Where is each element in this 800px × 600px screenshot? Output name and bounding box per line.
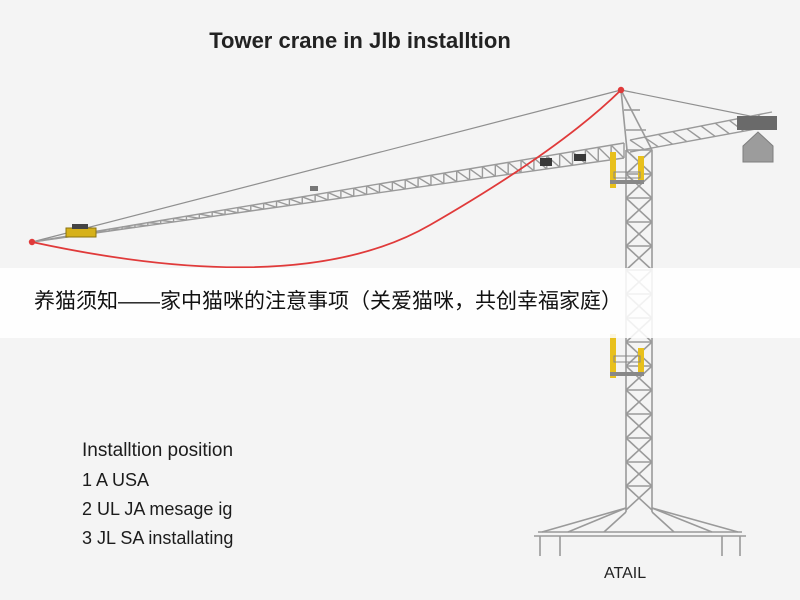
counterweight	[737, 116, 777, 163]
lattice-brace	[714, 122, 730, 135]
lattice-brace	[629, 139, 645, 150]
lattice-brace	[404, 178, 419, 188]
lattice-brace	[456, 170, 470, 181]
lattice-brace	[700, 125, 716, 137]
climbing-unit-lower	[610, 334, 644, 378]
lattice-brace	[147, 221, 161, 225]
installation-legend: Installtion position 1 A USA 2 UL JA mes…	[82, 440, 233, 557]
base-label: ATAIL	[604, 565, 647, 582]
lattice-brace	[546, 155, 561, 168]
lattice-brace	[625, 461, 653, 487]
lattice-brace	[224, 209, 239, 214]
lattice-brace	[597, 146, 612, 161]
lattice-brace	[686, 128, 702, 140]
lattice-brace	[160, 219, 174, 223]
diagram-title: Tower crane in Jlb installtion	[209, 28, 511, 53]
cat-head	[620, 89, 653, 151]
jib	[31, 142, 625, 243]
lattice-brace	[469, 168, 483, 179]
lattice-brace	[559, 153, 573, 166]
legend-item-2: 2 UL JA mesage ig	[82, 499, 233, 519]
lattice-brace	[658, 133, 673, 145]
lattice-brace	[625, 221, 653, 247]
base-frame	[534, 507, 746, 556]
lattice-brace	[443, 172, 458, 183]
climbing-unit-upper	[610, 152, 644, 188]
banner-text: 养猫须知——家中猫咪的注意事项（关爱猫咪，共创幸福家庭）	[34, 290, 622, 313]
lattice-brace	[327, 191, 342, 199]
lifting-cable	[31, 89, 622, 269]
lattice-brace	[289, 198, 303, 205]
lattice-brace	[199, 213, 213, 218]
lattice-brace	[340, 189, 355, 197]
lattice-brace	[625, 413, 653, 439]
lattice-brace	[520, 159, 535, 172]
lattice-brace	[672, 131, 688, 143]
lattice-brace	[314, 194, 329, 201]
lattice-brace	[366, 185, 380, 194]
lattice-brace	[212, 211, 226, 216]
lattice-brace	[302, 196, 316, 203]
lattice-brace	[430, 174, 445, 185]
lattice-brace	[625, 173, 653, 199]
legend-heading: Installtion position	[82, 440, 234, 461]
lattice-brace	[276, 200, 290, 207]
jib-fittings	[310, 154, 586, 191]
lattice-brace	[507, 161, 522, 174]
lattice-brace	[186, 215, 200, 219]
lattice-brace	[494, 163, 509, 175]
lattice-brace	[610, 144, 625, 159]
lattice-brace	[237, 206, 251, 212]
lattice-brace	[263, 202, 277, 208]
lattice-brace	[625, 437, 653, 463]
apex-marker	[617, 86, 625, 94]
lattice-brace	[625, 197, 653, 223]
lattice-brace	[482, 166, 496, 177]
lattice-brace	[417, 176, 432, 186]
lattice-brace	[625, 365, 653, 391]
legend-item-1: 1 A USA	[82, 470, 150, 490]
lattice-brace	[625, 389, 653, 415]
lattice-brace	[584, 148, 599, 163]
lattice-brace	[250, 204, 264, 210]
lattice-brace	[173, 217, 187, 221]
trolley	[65, 224, 97, 238]
legend-item-3: 3 JL SA installating	[82, 528, 234, 548]
lattice-brace	[379, 183, 393, 192]
lattice-brace	[134, 224, 148, 227]
lattice-brace	[625, 245, 653, 271]
jib-tip-marker	[28, 238, 36, 246]
pendant-cables	[31, 89, 771, 243]
overlay-banner	[0, 268, 800, 338]
lattice-brace	[353, 187, 367, 196]
lattice-brace	[625, 485, 653, 511]
lattice-brace	[392, 181, 406, 190]
lattice-brace	[44, 237, 58, 241]
